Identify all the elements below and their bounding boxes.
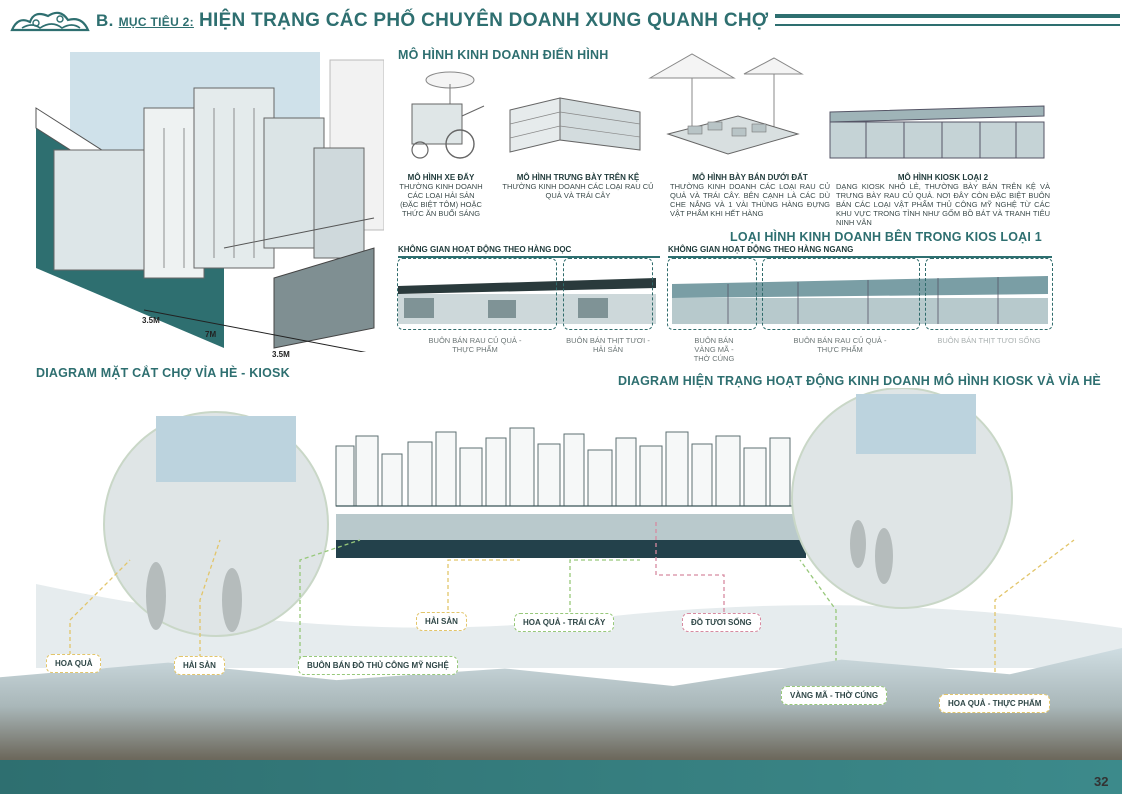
title-prefix: B. bbox=[96, 11, 114, 30]
tag-hoa-qua-trai-cay: HOA QUẢ - TRÁI CÂY bbox=[514, 613, 615, 632]
header-rule-bottom bbox=[775, 24, 1120, 26]
tag-handicraft: BUÔN BÁN ĐỒ THỦ CÔNG MỸ NGHỆ bbox=[298, 656, 458, 675]
model-kiosk2-illustration bbox=[826, 104, 1050, 160]
bottom-teal-band bbox=[0, 760, 1122, 794]
kiosk-box-meat-1 bbox=[563, 258, 653, 330]
kiosk-caption-meat-2: BUÔN BÁN THỊT TƯƠI SỐNG bbox=[937, 336, 1041, 345]
dimension-label-1: 3.5M bbox=[142, 316, 160, 325]
street-perspective-illustration bbox=[34, 48, 385, 355]
model-shelf-desc: THƯỜNG KINH DOANH CÁC LOẠI RAU CỦ QUẢ VÀ… bbox=[502, 182, 654, 200]
kiosk-horizontal-section-drawing bbox=[668, 264, 1052, 330]
model-kiosk2-title: MÔ HÌNH KIOSK LOẠI 2 bbox=[897, 173, 989, 182]
model-cart-illustration bbox=[400, 66, 488, 162]
tag-hoa-qua-thuc-pham: HOA QUẢ - THỰC PHẨM bbox=[939, 694, 1051, 713]
header-cloud-logo bbox=[8, 6, 92, 40]
model-shelf-title: MÔ HÌNH TRƯNG BÀY TRÊN KỆ bbox=[516, 173, 640, 182]
kiosk-section-rule-left bbox=[398, 256, 660, 258]
title-label-small: MỤC TIÊU 2: bbox=[118, 15, 194, 29]
model-shelf-illustration bbox=[500, 80, 650, 160]
kiosk-caption-meat-1: BUÔN BÁN THỊT TƯƠI - HẢI SẢN bbox=[566, 336, 650, 354]
horizontal-space-label: KHÔNG GIAN HOẠT ĐỘNG THEO HÀNG NGANG bbox=[668, 245, 854, 254]
page-number: 32 bbox=[1094, 774, 1109, 789]
tag-hai-san-kiosk: HẢI SẢN bbox=[416, 612, 467, 631]
model-cart-desc: THƯỜNG KINH DOANH CÁC LOẠI HẢI SẢN (ĐẶC … bbox=[399, 182, 483, 218]
kiosk-box-votive bbox=[667, 258, 757, 330]
kiosk-caption-vegetables-2: BUÔN BÁN RAU CỦ QUẢ - THỰC PHẨM bbox=[793, 336, 887, 354]
tag-hoa-qua: HOA QUẢ bbox=[46, 654, 102, 673]
tag-vang-ma: VÀNG MÃ - THỜ CÚNG bbox=[781, 686, 888, 705]
kiosk-vertical-section-drawing bbox=[398, 264, 656, 330]
title-label-big: HIỆN TRẠNG CÁC PHỐ CHUYÊN DOANH XUNG QUA… bbox=[198, 10, 769, 31]
kiosk-caption-vegetables-1: BUÔN BÁN RAU CỦ QUẢ - THỰC PHẨM bbox=[428, 336, 522, 354]
tag-do-tuoi-song: ĐỒ TƯƠI SỐNG bbox=[682, 613, 761, 632]
kiosk-caption-votive: BUÔN BÁN VÀNG MÃ - THỜ CÚNG bbox=[693, 336, 735, 363]
model-kiosk2-desc: DẠNG KIOSK NHỎ LẺ, THƯỜNG BÀY BÁN TRÊN K… bbox=[836, 182, 1050, 227]
header-rule-top bbox=[775, 14, 1120, 18]
kiosk-box-vegetables-2 bbox=[762, 258, 920, 330]
section-diagram-heading: DIAGRAM MẶT CẮT CHỢ VỈA HÈ - KIOSK bbox=[36, 366, 290, 380]
kiosk-section-rule-right bbox=[668, 256, 1052, 258]
typical-models-heading: MÔ HÌNH KINH DOANH ĐIỂN HÌNH bbox=[398, 48, 609, 62]
model-ground-illustration bbox=[648, 50, 804, 162]
model-cart-title: MÔ HÌNH XE ĐẨY bbox=[407, 173, 475, 182]
vertical-space-label: KHÔNG GIAN HOẠT ĐỘNG THEO HÀNG DỌC bbox=[398, 245, 572, 254]
model-ground-desc: THƯỜNG KINH DOANH CÁC LOẠI RAU CỦ QUẢ VÀ… bbox=[670, 182, 830, 218]
tag-hai-san-sidewalk: HẢI SẢN bbox=[174, 656, 225, 675]
page-title: B. MỤC TIÊU 2: HIỆN TRẠNG CÁC PHỐ CHUYÊN… bbox=[96, 10, 768, 32]
model-ground-title: MÔ HÌNH BÀY BÁN DƯỚI ĐẤT bbox=[692, 173, 808, 182]
kiosk-box-vegetables-1 bbox=[397, 258, 557, 330]
dimension-label-2: 7M bbox=[205, 330, 217, 339]
dimension-label-3: 3.5M bbox=[272, 350, 290, 359]
kiosk-types-heading: LOẠI HÌNH KINH DOANH BÊN TRONG KIOS LOẠI… bbox=[730, 230, 1042, 244]
activity-diagram-heading: DIAGRAM HIỆN TRẠNG HOẠT ĐỘNG KINH DOANH … bbox=[618, 374, 1101, 388]
kiosk-box-meat-2 bbox=[925, 258, 1053, 330]
